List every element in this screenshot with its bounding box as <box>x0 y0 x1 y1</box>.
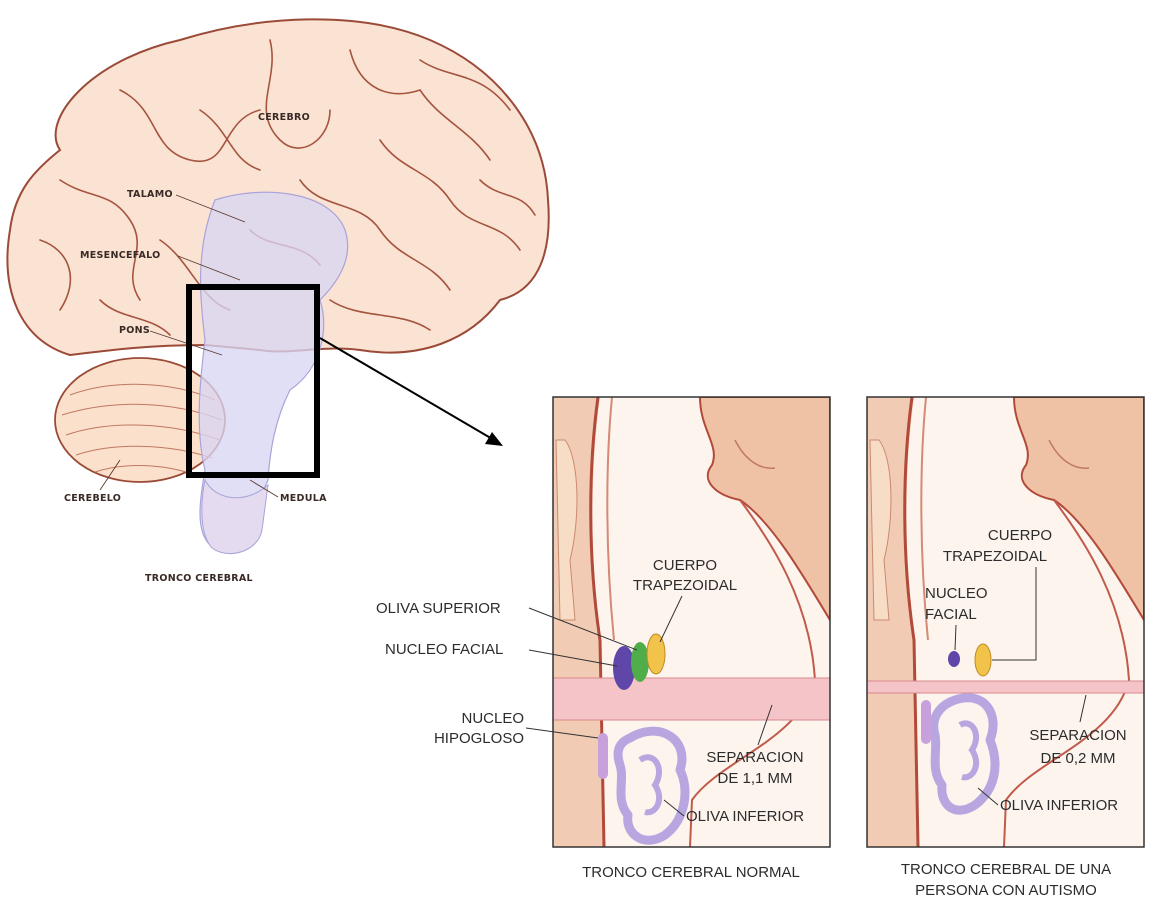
label-separacion-normal-2: DE 1,1 MM <box>717 770 792 787</box>
label-nucleo-hipogloso-1: NUCLEO <box>461 710 524 727</box>
label-cerebro: CEREBRO <box>258 112 310 123</box>
cuerpo-trapezoidal-normal <box>647 634 665 674</box>
panel-autismo: CUERPO TRAPEZOIDAL NUCLEO FACIAL SEPARAC… <box>867 397 1144 899</box>
caption-autismo-1: TRONCO CEREBRAL DE UNA <box>901 861 1111 878</box>
label-separacion-autismo-2: DE 0,2 MM <box>1040 750 1115 767</box>
zoom-arrow <box>320 338 494 440</box>
label-nucleo-facial-normal: NUCLEO FACIAL <box>385 641 503 658</box>
label-oliva-superior: OLIVA SUPERIOR <box>376 600 501 617</box>
nucleo-facial-autismo <box>948 651 960 667</box>
label-cuerpo-autismo-2: TRAPEZOIDAL <box>943 548 1047 565</box>
label-talamo: TALAMO <box>127 189 173 200</box>
label-separacion-autismo-1: SEPARACION <box>1029 727 1126 744</box>
label-cerebelo: CEREBELO <box>64 493 121 504</box>
label-mesencefalo: MESENCEFALO <box>80 250 161 261</box>
caption-normal: TRONCO CEREBRAL NORMAL <box>582 864 800 881</box>
label-oliva-inferior-autismo: OLIVA INFERIOR <box>1000 797 1118 814</box>
label-tronco-cerebral: TRONCO CEREBRAL <box>145 573 253 584</box>
oliva-superior-normal <box>631 642 649 682</box>
label-cuerpo-normal-2: TRAPEZOIDAL <box>633 577 737 594</box>
label-nucleo-facial-autismo-1: NUCLEO <box>925 585 988 602</box>
label-oliva-inferior-normal: OLIVA INFERIOR <box>686 808 804 825</box>
label-nucleo-facial-autismo-2: FACIAL <box>925 606 977 623</box>
brain-illustration: CEREBRO TALAMO MESENCEFALO PONS CEREBELO… <box>8 19 549 584</box>
label-pons: PONS <box>119 325 150 336</box>
zoom-arrowhead <box>485 432 503 446</box>
panel-normal: CUERPO TRAPEZOIDAL OLIVA SUPERIOR NUCLEO… <box>376 397 830 881</box>
label-nucleo-hipogloso-2: HIPOGLOSO <box>434 730 524 747</box>
label-cuerpo-normal-1: CUERPO <box>653 557 717 574</box>
label-separacion-normal-1: SEPARACION <box>706 749 803 766</box>
label-cuerpo-autismo-1: CUERPO <box>988 527 1052 544</box>
caption-autismo-2: PERSONA CON AUTISMO <box>915 882 1097 899</box>
label-medula: MEDULA <box>280 493 327 504</box>
cuerpo-trapezoidal-autismo <box>975 644 991 676</box>
